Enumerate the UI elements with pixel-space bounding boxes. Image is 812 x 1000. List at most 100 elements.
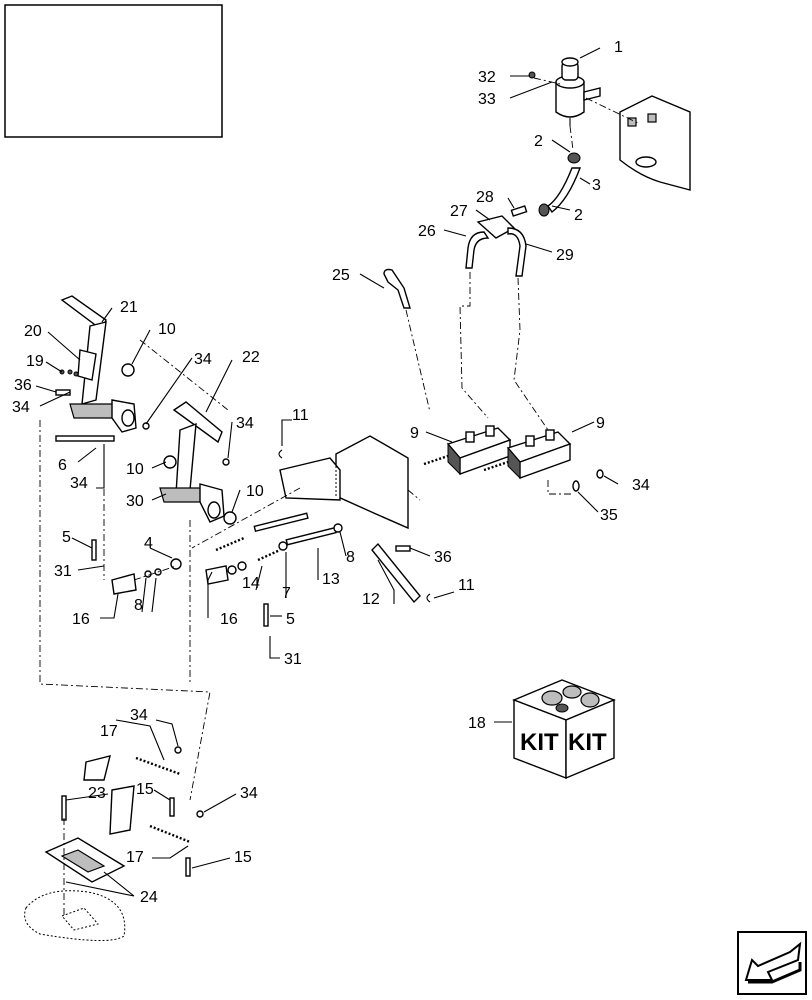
callout-3: 3: [592, 177, 601, 194]
callout-1: 1: [614, 39, 623, 56]
callout-32: 32: [478, 69, 496, 86]
pin-5a: [91, 539, 97, 561]
callout-13: 13: [322, 571, 340, 588]
floor-plate-24: [24, 837, 126, 941]
callout-labels: 1 2 2 3 4 5 5 6 7 8 8 9 9 10 10 10 11 11…: [12, 39, 650, 906]
callout-31b: 31: [284, 651, 302, 668]
callout-4: 4: [144, 535, 153, 552]
pedal-arm-20: [77, 349, 97, 381]
bolt-36b: [395, 545, 411, 552]
washer-34d: [174, 746, 182, 754]
clip-35: [572, 480, 580, 492]
callout-36b: 36: [434, 549, 452, 566]
pedal-support-bracket: [279, 435, 409, 530]
callout-34c: 34: [236, 415, 254, 432]
callout-35: 35: [600, 507, 618, 524]
screw-32: [528, 71, 536, 79]
callout-17a: 17: [100, 723, 118, 740]
callout-20: 20: [24, 323, 42, 340]
callout-27: 27: [450, 203, 468, 220]
leader-lines: [35, 47, 619, 897]
brake-line-26: [465, 231, 490, 269]
callout-11a: 11: [292, 407, 309, 424]
callout-34b: 34: [194, 351, 212, 368]
callout-22: 22: [242, 349, 260, 366]
arrow-down-left-icon: [744, 941, 802, 981]
washer-34e: [196, 810, 204, 818]
fastener-19b: [67, 369, 73, 375]
callout-31a: 31: [54, 563, 72, 580]
nut-rod-2: [237, 561, 247, 571]
callout-9b: 9: [596, 415, 605, 432]
callout-34a: 34: [12, 399, 30, 416]
push-rod-13: [285, 526, 337, 546]
nav-arrow-button[interactable]: [737, 931, 807, 995]
callout-12: 12: [362, 591, 380, 608]
callout-24: 24: [140, 889, 158, 906]
callout-8a: 8: [134, 597, 143, 614]
callout-16a: 16: [72, 611, 90, 628]
pivot-bolt-6: [55, 435, 115, 442]
bolt-15b: [185, 857, 191, 877]
pedal-22: [159, 401, 225, 523]
pin-23: [61, 795, 67, 821]
callout-30: 30: [126, 493, 144, 510]
washer-8: [333, 523, 343, 533]
adapter-28: [510, 205, 528, 217]
callout-2a: 2: [534, 133, 543, 150]
push-rod-upper: [253, 512, 309, 533]
bushing-10b: [163, 455, 177, 469]
callout-18: 18: [468, 715, 486, 732]
callout-15a: 15: [136, 781, 154, 798]
callout-10a: 10: [158, 321, 176, 338]
callout-10b: 10: [126, 461, 144, 478]
pedal-shaft-12: [371, 542, 421, 604]
washer-34c: [596, 469, 604, 479]
spring-17a: [135, 756, 181, 776]
hose-3: [547, 167, 582, 214]
bolt-15a: [169, 797, 175, 817]
callout-17b: 17: [126, 849, 144, 866]
callout-26: 26: [418, 223, 436, 240]
callout-29: 29: [556, 247, 574, 264]
callout-36a: 36: [14, 377, 32, 394]
washer-34b: [222, 458, 230, 466]
callout-16b: 16: [220, 611, 238, 628]
hose-clamp-upper: [567, 152, 581, 164]
nut-rod: [227, 565, 237, 575]
callout-5a: 5: [62, 529, 71, 546]
callout-10c: 10: [246, 483, 264, 500]
fastener-19c: [73, 371, 79, 377]
callout-33: 33: [478, 91, 496, 108]
brake-line-25: [383, 268, 411, 309]
callout-15b: 15: [234, 849, 252, 866]
clevis-16-left: [111, 573, 137, 595]
callout-28: 28: [476, 189, 494, 206]
brake-line-29: [507, 227, 527, 277]
callout-5b: 5: [286, 611, 295, 628]
callout-19: 19: [26, 353, 44, 370]
retaining-clip-11b: [426, 593, 431, 603]
clevis-16-right: [205, 565, 229, 585]
master-cylinder-left: [423, 425, 512, 476]
lower-linkage-bracket: [83, 755, 135, 835]
callout-7: 7: [282, 585, 291, 602]
callout-8b: 8: [346, 549, 355, 566]
callout-2b: 2: [574, 207, 583, 224]
callout-34g: 34: [240, 785, 258, 802]
retaining-clip-11a: [278, 449, 283, 459]
callout-9a: 9: [410, 425, 419, 442]
tee-fitting-27: [476, 215, 516, 239]
washer-8a: [144, 570, 152, 578]
spring-17b: [149, 824, 191, 844]
fluid-reservoir: [555, 57, 601, 126]
callout-34f: 34: [130, 707, 148, 724]
pin-5b: [263, 603, 269, 627]
callout-25: 25: [332, 267, 350, 284]
callout-34e: 34: [632, 477, 650, 494]
kit-label-right: KIT: [568, 729, 607, 756]
bushing-10c: [223, 511, 237, 525]
hose-clamp-lower: [538, 203, 550, 217]
callout-14: 14: [242, 575, 260, 592]
